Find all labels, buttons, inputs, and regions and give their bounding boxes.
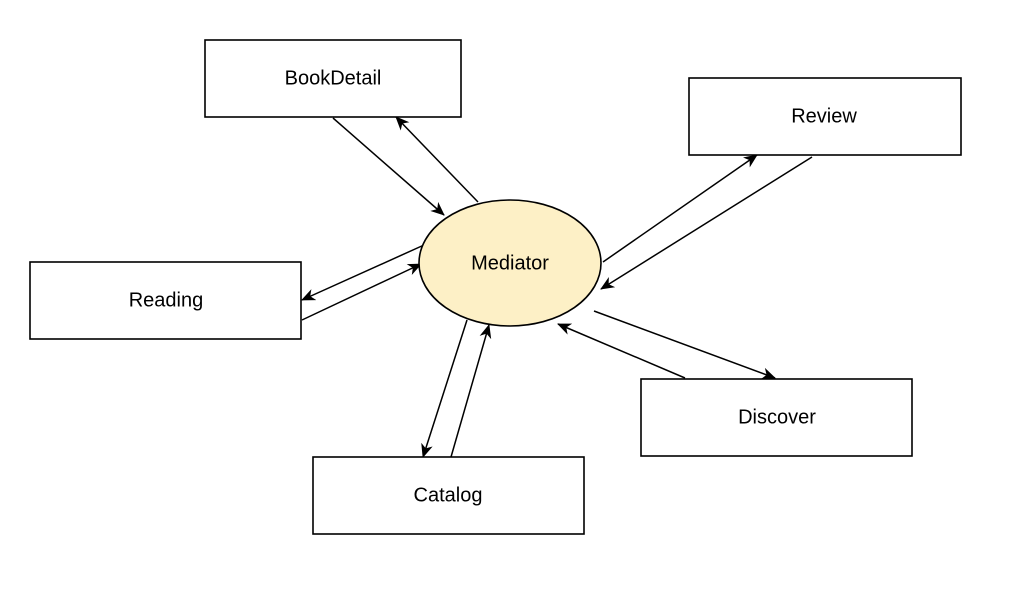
edge-mediator-to-catalog [421, 319, 468, 458]
node-bookdetail-label: BookDetail [285, 67, 382, 89]
node-catalog-box [312, 456, 585, 535]
node-mediator-label: Mediator [471, 252, 549, 274]
edge-bookdetail-to-mediator [332, 117, 445, 216]
node-reading-label: Reading [129, 289, 204, 311]
edge-mediator-to-review [602, 154, 758, 263]
node-discover: Discover [640, 378, 913, 457]
node-review: Review [688, 77, 962, 156]
node-catalog-label: Catalog [414, 484, 483, 506]
edge-mediator-to-reading [301, 244, 425, 301]
node-catalog: Catalog [312, 456, 585, 535]
node-review-label: Review [791, 105, 857, 127]
edge-review-to-mediator [600, 156, 813, 290]
edge-mediator-to-bookdetail [395, 116, 479, 203]
node-bookdetail-box [204, 39, 462, 118]
node-reading: Reading [29, 261, 302, 340]
node-bookdetail: BookDetail [204, 39, 462, 118]
node-mediator-ellipse [418, 199, 602, 327]
edge-reading-to-mediator [301, 263, 422, 321]
edge-discover-to-mediator [557, 323, 686, 379]
node-mediator: Mediator [418, 199, 602, 327]
node-discover-label: Discover [738, 406, 816, 428]
edges [301, 116, 813, 458]
node-reading-box [29, 261, 302, 340]
edge-catalog-to-mediator [450, 324, 492, 458]
node-review-box [688, 77, 962, 156]
edge-mediator-to-discover [593, 310, 776, 380]
node-discover-box [640, 378, 913, 457]
